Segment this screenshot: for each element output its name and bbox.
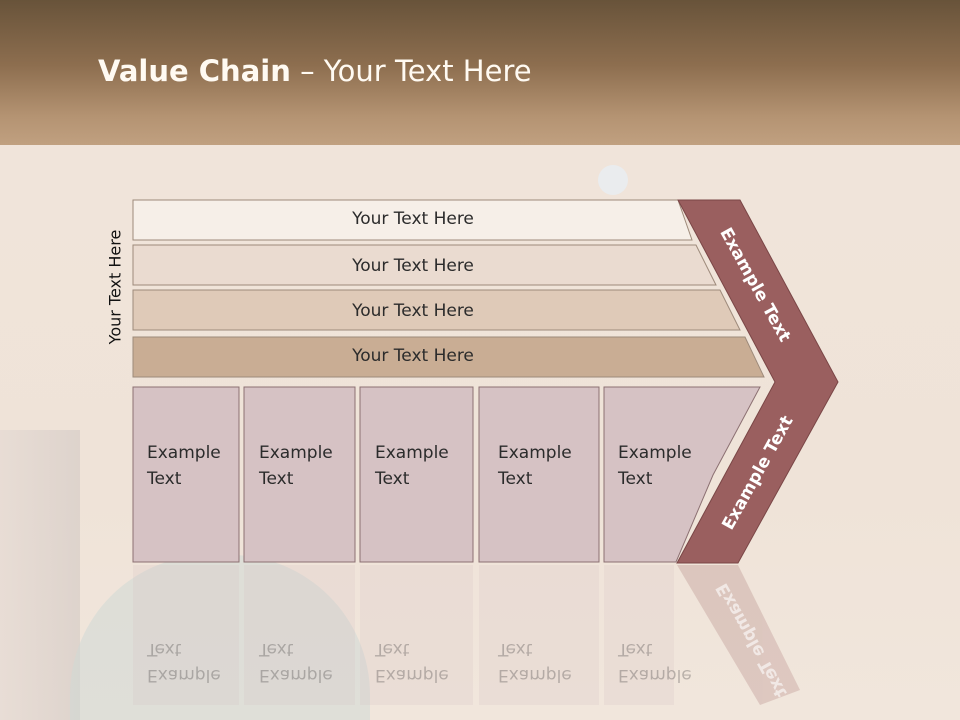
box-4 [478, 386, 600, 563]
slide-title: Value Chain – Your Text Here [98, 54, 532, 88]
row-label-1: Your Text Here [352, 209, 474, 229]
box-1-line1: Example [147, 443, 221, 463]
box-2-reflection: Example Text [259, 636, 333, 688]
box-4-line2: Text [498, 469, 533, 489]
reflection [133, 565, 800, 705]
box-4-text: Example Text [498, 440, 572, 492]
row-bar-2 [132, 244, 717, 286]
box-4-line1: Example [498, 443, 572, 463]
box-3-reflection-line1: Example [375, 665, 449, 685]
box-3 [359, 386, 474, 563]
row-bar-1 [132, 199, 693, 241]
box-3-reflection: Example Text [375, 636, 449, 688]
box-2-reflection-line2: Text [259, 639, 294, 659]
box-4-reflection-line2: Text [498, 639, 533, 659]
row-bar-4 [132, 336, 765, 378]
box-5-reflection-line1: Example [618, 665, 692, 685]
box-2-line2: Text [259, 469, 294, 489]
box-1-reflection-line1: Example [147, 665, 221, 685]
box-2-line1: Example [259, 443, 333, 463]
chevron-arrow [676, 199, 839, 564]
box-3-text: Example Text [375, 440, 449, 492]
row-bar-3 [132, 289, 741, 331]
title-bold: Value Chain [98, 54, 291, 88]
box-4-reflection: Example Text [498, 636, 572, 688]
box-1 [132, 386, 240, 563]
box-2-reflection-line1: Example [259, 665, 333, 685]
box-5 [603, 386, 761, 563]
box-3-line2: Text [375, 469, 410, 489]
row-label-4: Your Text Here [352, 346, 474, 366]
side-label: Your Text Here [105, 229, 125, 345]
box-1-text: Example Text [147, 440, 221, 492]
box-5-line2: Text [618, 469, 653, 489]
box-5-text: Example Text [618, 440, 692, 492]
box-5-reflection: Example Text [618, 636, 692, 688]
box-1-reflection: Example Text [147, 636, 221, 688]
box-1-reflection-line2: Text [147, 639, 182, 659]
row-label-2: Your Text Here [352, 256, 474, 276]
box-5-reflection-line2: Text [618, 639, 653, 659]
box-3-reflection-line2: Text [375, 639, 410, 659]
box-4-reflection-line1: Example [498, 665, 572, 685]
row-label-3: Your Text Here [352, 301, 474, 321]
box-2 [243, 386, 356, 563]
ceiling-light [598, 165, 628, 195]
box-3-line1: Example [375, 443, 449, 463]
title-rest: – Your Text Here [290, 54, 532, 88]
box-5-line1: Example [618, 443, 692, 463]
box-2-text: Example Text [259, 440, 333, 492]
title-banner: Value Chain – Your Text Here [0, 0, 960, 145]
ladder-shape [0, 430, 80, 720]
box-1-line2: Text [147, 469, 182, 489]
